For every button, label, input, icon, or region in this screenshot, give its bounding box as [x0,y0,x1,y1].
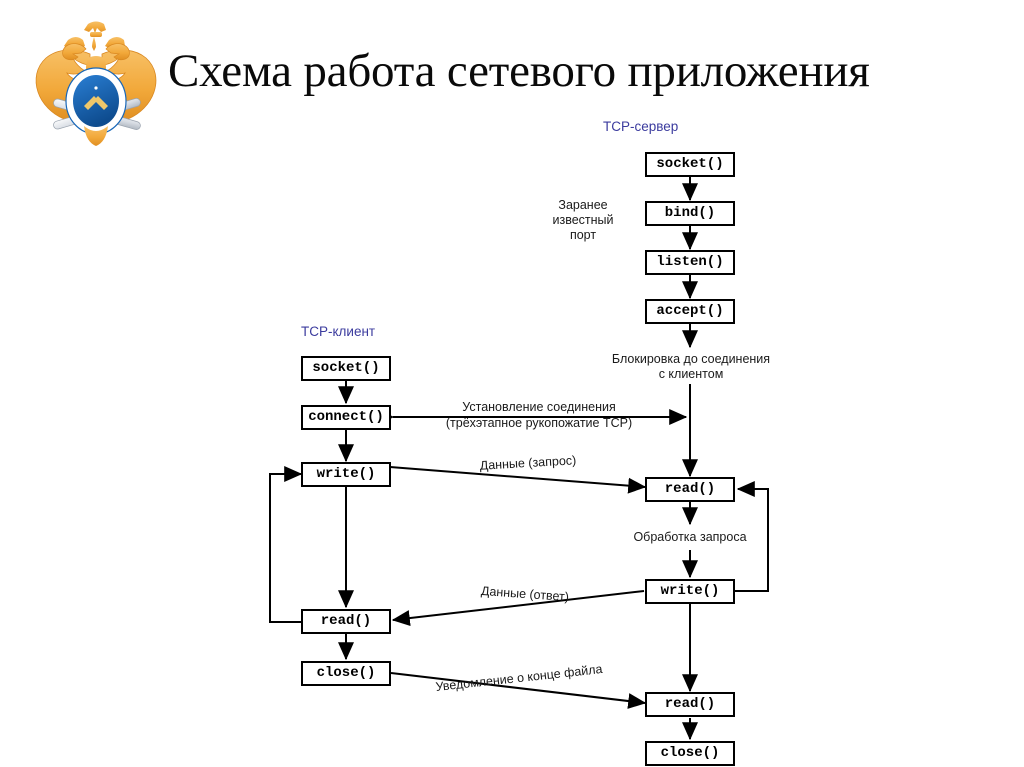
edge-label-handshake-line1: Установление соединения [462,400,616,414]
emblem-tail [84,126,108,146]
note-blocking: Блокировка до соединения с клиентом [595,352,787,382]
node-client-socket[interactable]: socket() [301,356,391,381]
emblem-badge [65,67,127,135]
node-server-close[interactable]: close() [645,741,735,766]
note-wellknown-port-line1: Заранее [558,198,608,212]
note-processing-request-line1: Обработка запроса [633,530,747,544]
node-server-read-request[interactable]: read() [645,477,735,502]
edge-label-handshake-line2: (трёхэтапное рукопожатие TCP) [445,416,633,430]
note-blocking-line1: Блокировка до соединения [611,352,771,366]
node-server-accept[interactable]: accept() [645,299,735,324]
node-server-listen[interactable]: listen() [645,250,735,275]
note-wellknown-port-line3: порт [569,228,597,242]
node-server-bind[interactable]: bind() [645,201,735,226]
node-client-close[interactable]: close() [301,661,391,686]
node-client-write[interactable]: write() [301,462,391,487]
double-headed-eagle-emblem [28,18,164,160]
note-wellknown-port-line2: известный [552,213,614,227]
edge-label-handshake: Установление соединения (трёхэтапное рук… [408,399,670,431]
page-title: Схема работа сетевого приложения [168,45,870,97]
note-wellknown-port: Заранее известный порт [545,198,621,243]
column-label-client: TCP-клиент [301,324,376,339]
note-blocking-line2: с клиентом [658,367,724,381]
note-processing-request: Обработка запроса [620,530,760,545]
node-server-socket[interactable]: socket() [645,152,735,177]
node-server-read-eof[interactable]: read() [645,692,735,717]
column-label-server: TCP-сервер [603,119,679,134]
node-client-read[interactable]: read() [301,609,391,634]
node-server-write[interactable]: write() [645,579,735,604]
node-client-connect[interactable]: connect() [301,405,391,430]
